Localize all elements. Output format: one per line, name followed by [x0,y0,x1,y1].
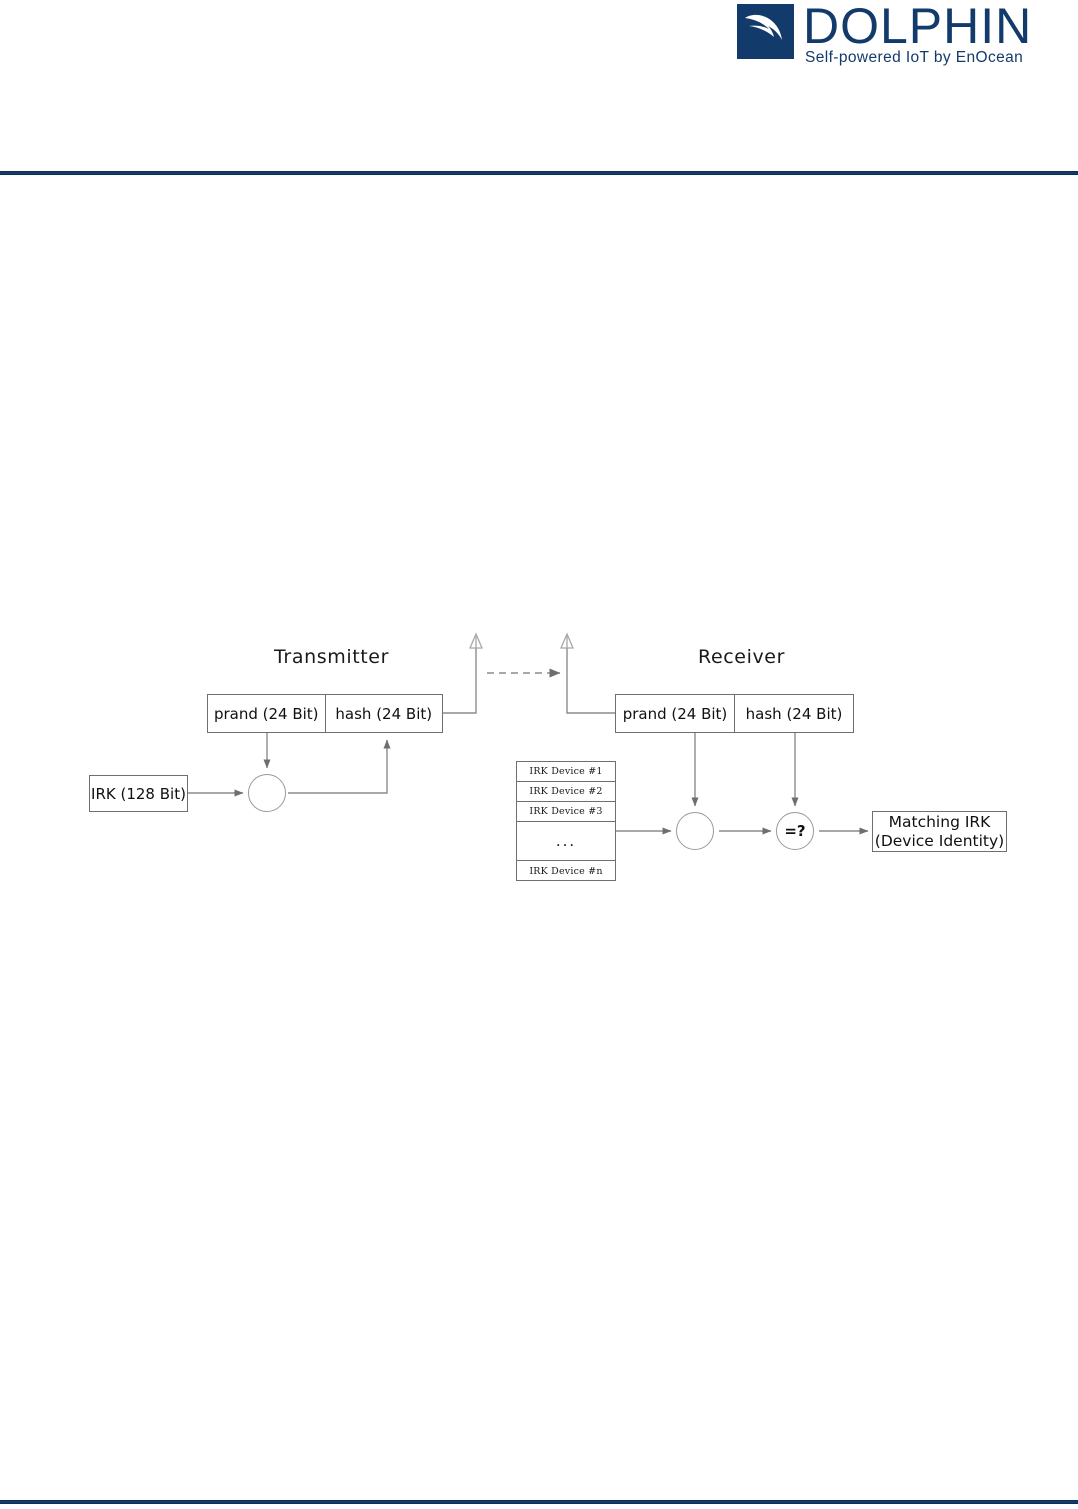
irk-source-box: IRK (128 Bit) [89,775,188,812]
list-item: IRK Device #n [529,865,603,877]
dolphin-icon [737,4,794,59]
matching-irk-line1: Matching IRK [888,812,991,831]
matching-irk-box: Matching IRK (Device Identity) [872,811,1007,852]
transmitter-title: Transmitter [274,646,389,668]
brand-wordmark: DOLPHIN [803,0,1033,54]
receiver-hash-cell: hash (24 Bit) [734,695,853,732]
list-item: IRK Device #1 [517,762,615,782]
xor-icon-transmitter [248,774,286,812]
transmitter-hash-cell: hash (24 Bit) [324,695,443,732]
xor-icon-receiver [676,812,714,850]
list-item: IRK Device #3 [517,802,615,822]
brand-logo: DOLPHIN Self-powered IoT by EnOcean [737,0,1031,66]
brand-tagline: Self-powered IoT by EnOcean [805,49,1024,66]
compare-operator: =? [776,812,814,850]
receiver-prand-cell: prand (24 Bit) [622,704,728,723]
header-divider [0,171,1078,175]
list-item: IRK Device #2 [517,782,615,802]
list-item-ellipsis: ... [517,822,615,861]
irk-device-list: IRK Device #1 IRK Device #2 IRK Device #… [516,761,616,881]
transmitter-packet-box: prand (24 Bit) hash (24 Bit) [207,694,443,733]
transmitter-prand-cell: prand (24 Bit) [213,704,319,723]
receiver-packet-box: prand (24 Bit) hash (24 Bit) [615,694,854,733]
matching-irk-line2: (Device Identity) [874,831,1005,850]
footer-divider [0,1500,1078,1504]
receiver-title: Receiver [698,646,785,668]
